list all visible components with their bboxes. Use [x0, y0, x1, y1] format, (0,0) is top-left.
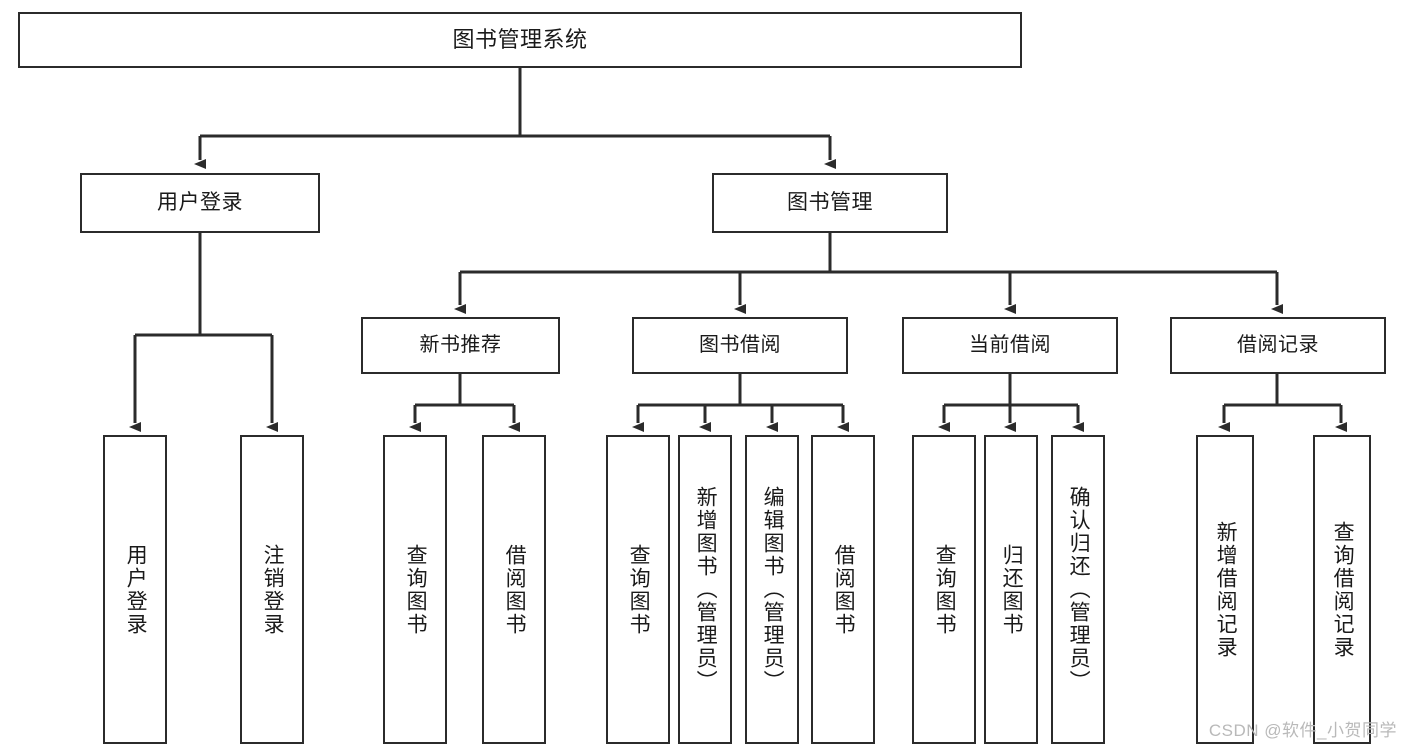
leaf-add-book-admin[interactable]: 新增图书（管理员）: [678, 435, 732, 744]
leaf-query-book-recommend[interactable]: 查询图书: [383, 435, 447, 744]
leaf-borrow-book[interactable]: 借阅图书: [811, 435, 875, 744]
node-label: 查询借阅记录: [1331, 520, 1355, 659]
leaf-confirm-return-admin[interactable]: 确认归还（管理员）: [1051, 435, 1105, 744]
node-user-login[interactable]: 用户登录: [80, 173, 320, 233]
node-book-management[interactable]: 图书管理: [712, 173, 948, 233]
node-label: 确认归还（管理员）: [1067, 486, 1091, 693]
node-label: 图书管理: [787, 190, 873, 214]
node-label: 图书借阅: [699, 334, 781, 356]
node-label: 新增借阅记录: [1214, 520, 1238, 659]
leaf-add-borrow-record[interactable]: 新增借阅记录: [1196, 435, 1254, 744]
node-new-book-recommend[interactable]: 新书推荐: [361, 317, 560, 374]
node-label: 用户登录: [124, 543, 148, 636]
node-current-borrow[interactable]: 当前借阅: [902, 317, 1118, 374]
leaf-query-book-borrow[interactable]: 查询图书: [606, 435, 670, 744]
leaf-borrow-book-recommend[interactable]: 借阅图书: [482, 435, 546, 744]
node-book-borrow[interactable]: 图书借阅: [632, 317, 848, 374]
node-label: 新增图书（管理员）: [694, 486, 718, 693]
node-label: 新书推荐: [419, 334, 502, 356]
node-label: 用户登录: [157, 190, 243, 214]
node-label: 注销登录: [261, 543, 285, 636]
node-root-system[interactable]: 图书管理系统: [18, 12, 1022, 68]
csdn-watermark: CSDN @软件_小贺同学: [1208, 721, 1397, 740]
node-label: 查询图书: [933, 543, 957, 636]
node-label: 借阅图书: [832, 543, 856, 636]
node-label: 归还图书: [1000, 543, 1024, 636]
node-label: 编辑图书（管理员）: [761, 486, 785, 693]
node-label: 当前借阅: [969, 334, 1051, 356]
leaf-logout[interactable]: 注销登录: [240, 435, 304, 744]
leaf-query-book-current[interactable]: 查询图书: [912, 435, 976, 744]
node-borrow-record[interactable]: 借阅记录: [1170, 317, 1386, 374]
node-label: 查询图书: [404, 543, 428, 636]
leaf-user-login[interactable]: 用户登录: [103, 435, 167, 744]
leaf-return-book[interactable]: 归还图书: [984, 435, 1038, 744]
leaf-query-borrow-record[interactable]: 查询借阅记录: [1313, 435, 1371, 744]
node-label: 借阅图书: [503, 543, 527, 636]
leaf-edit-book-admin[interactable]: 编辑图书（管理员）: [745, 435, 799, 744]
node-label: 查询图书: [627, 543, 651, 636]
node-label: 借阅记录: [1237, 334, 1319, 356]
node-label: 图书管理系统: [452, 27, 588, 53]
